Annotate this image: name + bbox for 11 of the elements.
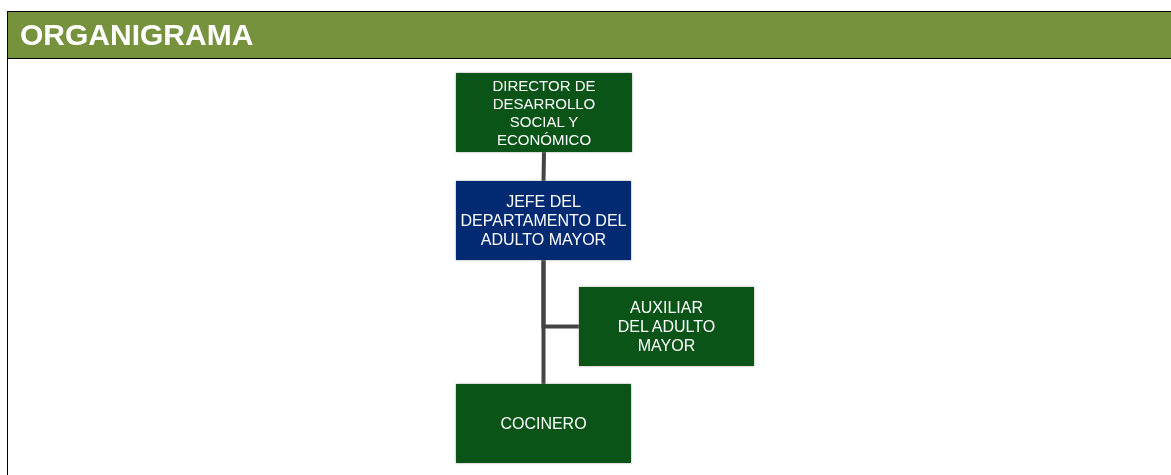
- org-box: [456, 181, 631, 260]
- title: ORGANIGRAMA: [20, 20, 254, 50]
- connector-line: [541, 260, 546, 384]
- org-box: [579, 287, 754, 366]
- org-box: [456, 73, 632, 152]
- connector-line: [541, 151, 546, 182]
- role-title: DIRECTOR DE DESARROLLO SOCIAL Y ECONÓMICO: [491, 76, 597, 149]
- role-title: COCINERO: [500, 413, 587, 434]
- role-title: AUXILIAR DEL ADULTO MAYOR: [617, 297, 716, 356]
- role-title: JEFE DEL DEPARTAMENTO DEL ADULTO MAYOR: [460, 191, 627, 250]
- org-box: [456, 384, 631, 463]
